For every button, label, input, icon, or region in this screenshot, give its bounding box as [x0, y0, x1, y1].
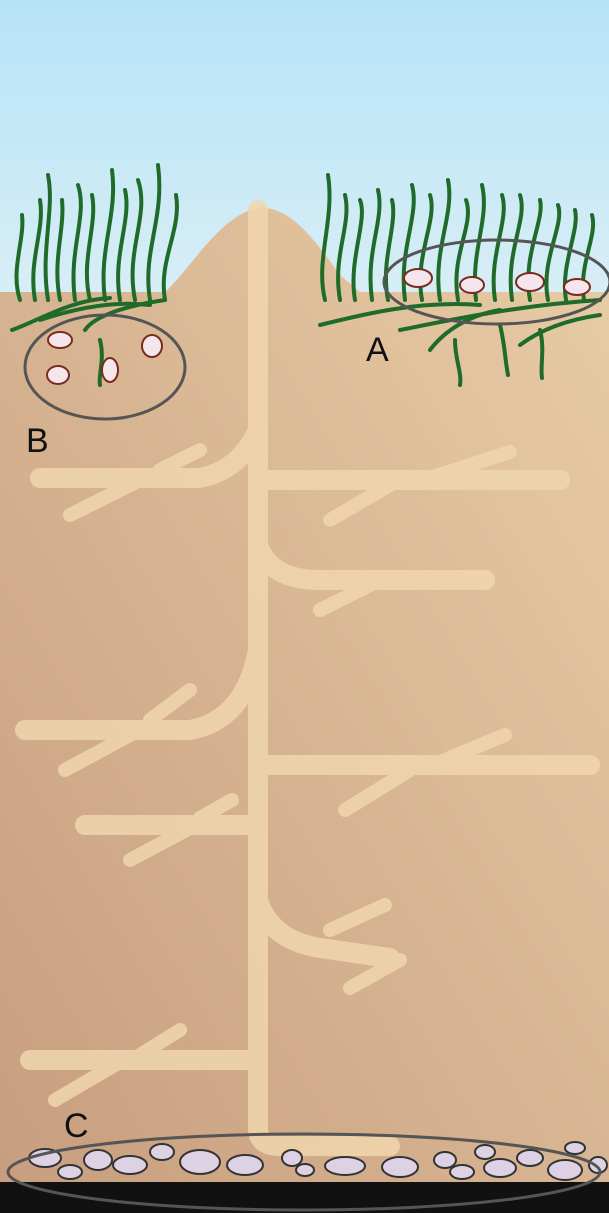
pebble-icon — [84, 1150, 112, 1170]
snail-shell-icon — [404, 269, 432, 287]
pebble-icon — [282, 1150, 302, 1166]
pebble-icon — [484, 1159, 516, 1177]
label-c: C — [64, 1107, 89, 1145]
pebble-icon — [517, 1150, 543, 1166]
pebble-icon — [450, 1165, 474, 1179]
pebble-icon — [58, 1165, 82, 1179]
snail-shell-icon — [48, 332, 72, 348]
pebble-icon — [565, 1142, 585, 1154]
pebble-icon — [150, 1144, 174, 1160]
pebble-icon — [227, 1155, 263, 1175]
snail-shell-icon — [460, 277, 484, 293]
snail-shell-icon — [102, 358, 118, 382]
snail-shell-icon — [47, 366, 69, 384]
pebble-icon — [296, 1164, 314, 1176]
pebble-icon — [475, 1145, 495, 1159]
snail-shell-icon — [142, 335, 162, 357]
snail-shell-icon — [516, 273, 544, 291]
label-b: B — [26, 422, 49, 460]
pebble-icon — [548, 1160, 582, 1180]
snail-shell-icon — [564, 279, 590, 295]
label-a: A — [366, 331, 389, 369]
pebble-icon — [325, 1157, 365, 1175]
pebble-icon — [113, 1156, 147, 1174]
pebble-icon — [434, 1152, 456, 1168]
pebble-icon — [180, 1150, 220, 1174]
pebble-icon — [589, 1157, 607, 1173]
pebble-icon — [382, 1157, 418, 1177]
